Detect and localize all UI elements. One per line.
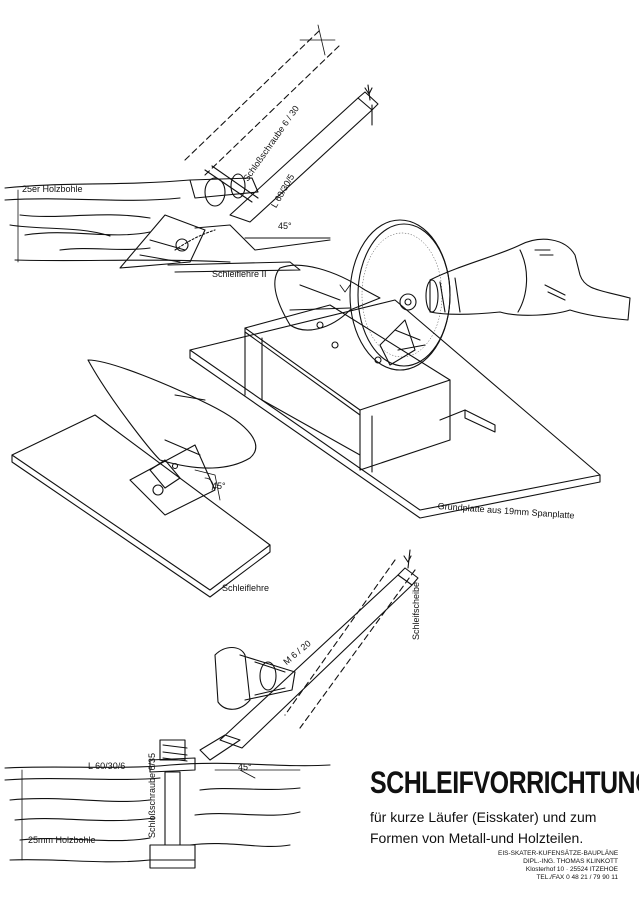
title-line-2: Formen von Metall-und Holzteilen. [370, 830, 584, 846]
bottom-detail-drawing [4, 549, 419, 869]
top-detail-drawing [4, 24, 379, 273]
label-holzbohle-bottom: 25mm Holzbohle [28, 835, 96, 845]
title-line-1: für kurze Läufer (Eisskater) und zum [370, 809, 597, 825]
label-winkel-bottom: L 60/30/6 [88, 761, 126, 771]
label-angle-mid: 45° [212, 481, 226, 491]
schleiflehre-drawing [11, 359, 271, 598]
label-angle-bottom: 45° [238, 762, 252, 772]
label-schleifscheibe: Schleifscheibe [411, 581, 421, 640]
address-line-3: Klosterhof 10 · 25524 ITZEHOE [525, 866, 618, 873]
title-main: SCHLEIFVORRICHTUNG [370, 765, 639, 801]
grinding-machine-drawing [189, 219, 631, 519]
label-schleiflehre-ii: Schleiflehre II [212, 269, 267, 279]
label-schlossschraube-bottom: Schloßschraube 6/35 [147, 752, 157, 838]
label-angle-top: 45° [278, 221, 292, 231]
label-holzbohle-top: 25er Holzbohle [22, 184, 83, 194]
label-schleiflehre: Schleiflehre [222, 583, 270, 593]
address-line-2: DIPL.-ING. THOMAS KLINKOTT [523, 858, 618, 865]
address-line-1: EIS-SKATER-KUFENSÄTZE-BAUPLÄNE [498, 850, 619, 857]
address-block: EIS-SKATER-KUFENSÄTZE-BAUPLÄNE DIPL.-ING… [498, 850, 618, 882]
address-line-4: TEL./FAX 0 48 21 / 79 90 11 [536, 874, 618, 881]
